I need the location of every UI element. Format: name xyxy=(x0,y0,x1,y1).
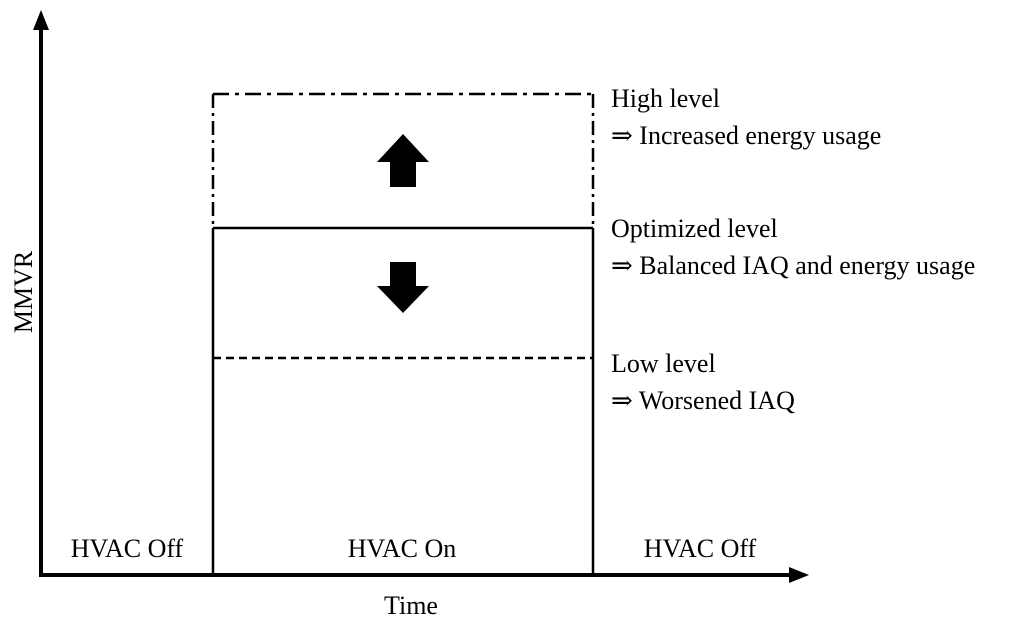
high-level-name: High level xyxy=(611,84,720,113)
y-axis-arrowhead xyxy=(33,10,49,30)
x-axis-label: Time xyxy=(384,591,438,620)
optimized-level-name: Optimized level xyxy=(611,214,778,243)
phase-label-hvac-off-left: HVAC Off xyxy=(71,534,184,563)
arrow-up-icon xyxy=(377,134,429,187)
low-level-name: Low level xyxy=(611,349,716,378)
phase-label-hvac-off-right: HVAC Off xyxy=(644,534,757,563)
high-level-effect: ⇒ Increased energy usage xyxy=(611,121,881,150)
arrow-down-icon xyxy=(377,262,429,313)
optimized-level-effect: ⇒ Balanced IAQ and energy usage xyxy=(611,251,975,280)
phase-label-hvac-on: HVAC On xyxy=(348,534,457,563)
x-axis-arrowhead xyxy=(789,567,809,583)
y-axis-label: MMVR xyxy=(9,250,38,333)
low-level-effect: ⇒ Worsened IAQ xyxy=(611,386,795,415)
